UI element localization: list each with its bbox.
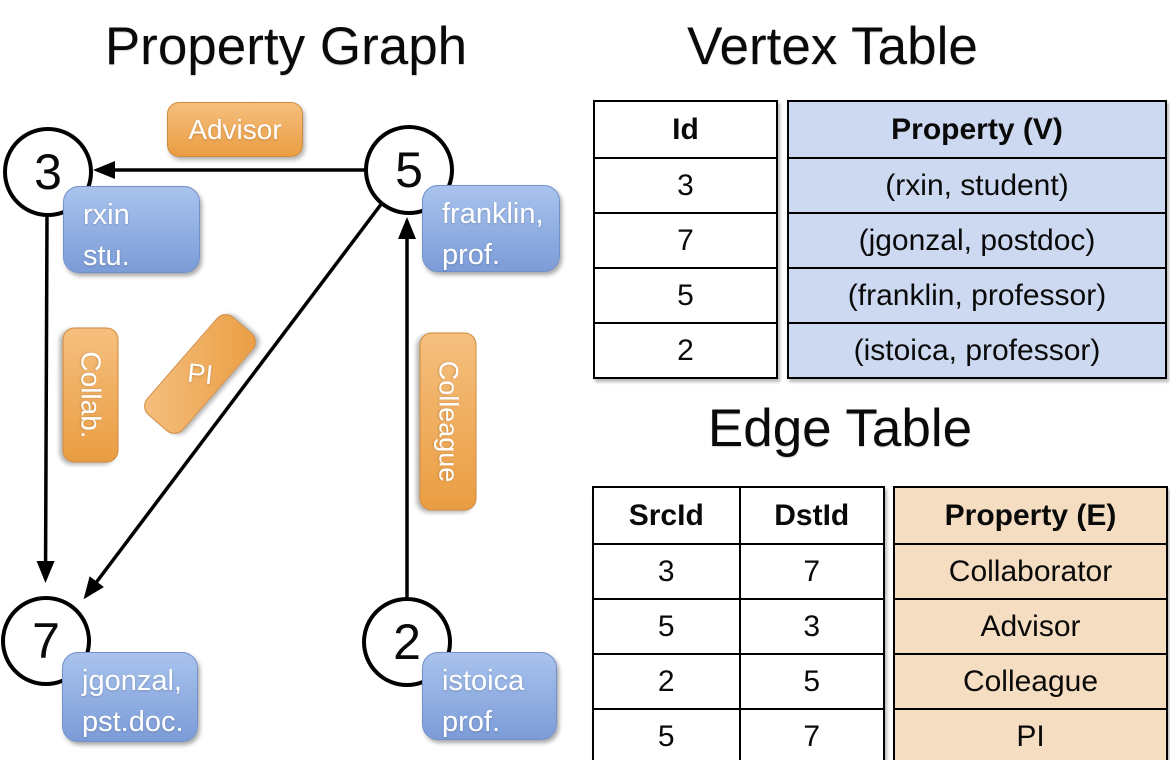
- vertex-property-box-franklin: franklin, prof.: [422, 185, 560, 272]
- edge-table-header-property: Property (E): [944, 498, 1117, 532]
- edge-table-property-column: Property (E) Collaborator Advisor Collea…: [893, 486, 1168, 760]
- edge-table-title: Edge Table: [707, 399, 973, 458]
- vertex-table-header-id: Id: [672, 112, 699, 146]
- vertex-property-box-rxin: rxin stu.: [63, 186, 200, 273]
- table-row: 3: [595, 157, 776, 212]
- vertex-property-box-jgonzal: jgonzal, pst.doc.: [62, 652, 198, 742]
- table-row: (jgonzal, postdoc): [789, 212, 1165, 267]
- property-graph-pane: Property Graph 3 5 7 2 rxin stu. frankli…: [1, 17, 560, 742]
- table-row: 3 7: [594, 543, 883, 598]
- node-5-id: 5: [395, 142, 423, 198]
- table-row: 5 3: [594, 598, 883, 653]
- property-graph-title: Property Graph: [104, 17, 468, 76]
- edge-label-collab: Collab.: [62, 327, 119, 463]
- graph-node-2: 2: [362, 597, 452, 687]
- table-row: Collaborator: [895, 543, 1166, 598]
- table-row: 2: [595, 322, 776, 377]
- table-row: 5: [595, 267, 776, 322]
- edge-collab-3-to-7: [36, 215, 55, 583]
- vertex-table-id-column: Id 3 7 5 2: [593, 100, 778, 379]
- edge-table: SrcId DstId 3 7 5 3 2 5 5 7 Property (E)…: [592, 486, 1168, 760]
- node-7-id: 7: [32, 613, 60, 669]
- table-row: (rxin, student): [789, 157, 1165, 212]
- vertex-table-title: Vertex Table: [687, 17, 978, 76]
- table-row: Advisor: [895, 598, 1166, 653]
- vertex-table-property-column: Property (V) (rxin, student) (jgonzal, p…: [787, 100, 1167, 379]
- vertex-table: Id 3 7 5 2 Property (V) (rxin, student) …: [593, 100, 1167, 379]
- table-row: PI: [895, 708, 1166, 760]
- table-row: 5 7: [594, 708, 883, 760]
- table-row: Colleague: [895, 653, 1166, 708]
- vertex-property-box-istoica: istoica prof.: [422, 652, 557, 740]
- edge-label-colleague: Colleague: [419, 332, 477, 511]
- graph-node-5: 5: [364, 125, 454, 215]
- edge-table-id-columns: SrcId DstId 3 7 5 3 2 5 5 7: [592, 486, 885, 760]
- node-3-id: 3: [34, 144, 62, 200]
- edge-table-header-dstid: DstId: [738, 488, 884, 543]
- vertex-table-header-property: Property (V): [891, 112, 1063, 146]
- table-row: (istoica, professor): [789, 322, 1165, 377]
- table-row: 2 5: [594, 653, 883, 708]
- edge-label-advisor: Advisor: [167, 102, 303, 157]
- graph-edges-canvas: [36, 161, 416, 600]
- table-row: (franklin, professor): [789, 267, 1165, 322]
- edge-label-pi-text: PI: [185, 357, 215, 390]
- node-2-id: 2: [393, 614, 421, 670]
- table-row: 7: [595, 212, 776, 267]
- edge-pi-5-to-7: [83, 201, 384, 600]
- edge-table-header-srcid: SrcId: [628, 498, 704, 532]
